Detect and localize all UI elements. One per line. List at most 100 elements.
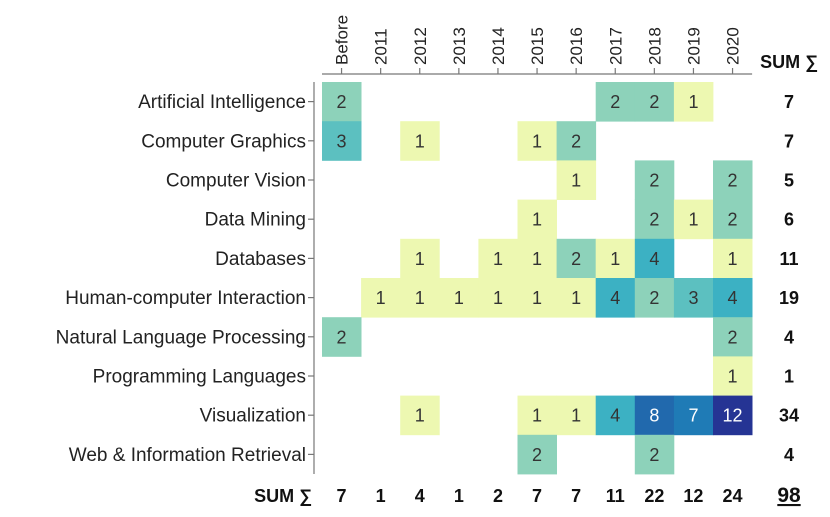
col-sum-value: 24 [723,486,743,506]
heatmap-cell [713,395,753,436]
row-sum-value: 6 [784,210,794,230]
heatmap-cell [673,395,714,436]
heatmap-cell [517,278,557,318]
y-tick-label: Human-computer Interaction [65,288,306,309]
heatmap-cell [478,278,518,318]
cell-value-label: 3 [688,288,698,308]
cell-value-label: 2 [649,171,659,191]
y-tick-label: Natural Language Processing [56,327,306,348]
cell-value-label: 2 [649,210,659,230]
heatmap-cell [634,82,675,122]
row-sum-value: 4 [784,445,794,465]
cell-value-label: 4 [649,249,659,269]
cell-value-label: 1 [415,131,425,151]
cell-value-label: 1 [493,288,503,308]
y-tick-label: Databases [215,249,306,270]
heatmap-cell [517,434,557,475]
cell-value-label: 7 [688,406,698,426]
cell-value-label: 1 [688,92,698,112]
col-sum-value: 11 [606,486,625,506]
heatmap-cell [634,395,675,436]
row-sum-value: 19 [779,288,799,308]
row-sum-header: SUM ∑ [760,52,818,72]
heatmap-cell [439,278,479,318]
row-sum-value: 7 [784,92,794,112]
heatmap-cell [556,160,597,200]
x-tick-label: 2015 [528,27,547,65]
col-sum-value: 7 [337,486,347,506]
heatmap-cell [634,160,675,200]
x-tick-label: 2012 [411,27,430,65]
heatmap-cell [556,278,597,318]
cell-value-label: 2 [728,327,738,347]
x-tick-label: 2013 [450,27,469,65]
col-sum-value: 4 [415,486,425,506]
heatmap-cell [556,395,597,436]
cell-value-label: 2 [532,445,542,465]
cell-value-label: 1 [532,249,542,269]
x-tick-label: 2014 [489,27,508,65]
cell-value-label: 1 [571,288,581,308]
heatmap-cell [673,199,714,240]
cell-value-label: 1 [493,249,503,269]
row-sum-value: 1 [784,367,794,387]
x-tick-label: Before [333,15,352,65]
heatmap-cell [673,278,714,318]
heatmap-cell [517,395,557,436]
cell-value-label: 4 [610,288,620,308]
y-tick-label: Computer Vision [166,171,306,192]
heatmap-cell [673,82,714,122]
heatmap-cell [322,317,362,357]
row-sum-value: 4 [784,327,794,347]
cell-value-label: 1 [532,210,542,230]
cell-value-label: 2 [728,171,738,191]
heatmap-cell [713,238,753,279]
cell-value-label: 8 [649,406,659,426]
cell-value-label: 3 [337,131,347,151]
heatmap-cell [595,278,636,318]
heatmap-cell [713,317,753,357]
heatmap-cell [322,82,362,122]
heatmap-cell [556,238,597,279]
cell-value-label: 2 [571,131,581,151]
cell-value-label: 1 [610,249,620,269]
y-tick-label: Programming Languages [93,367,306,388]
cell-value-label: 1 [728,249,738,269]
heatmap-cell [322,121,362,161]
cell-value-label: 1 [532,288,542,308]
y-tick-label: Computer Graphics [141,131,306,152]
col-sum-value: 7 [532,486,542,506]
heatmap-cell [400,395,440,436]
row-sum-value: 5 [784,171,794,191]
heatmap-cell [713,199,753,240]
heatmap-cell [595,82,636,122]
row-sum-value: 7 [784,131,794,151]
col-sum-value: 22 [644,486,664,506]
cell-value-label: 2 [728,210,738,230]
heatmap-cell [556,121,597,161]
heatmap-cell [634,278,675,318]
heatmap-cell [634,238,675,279]
y-tick-label: Visualization [200,406,306,427]
cell-value-label: 1 [376,288,386,308]
cell-value-label: 1 [415,249,425,269]
x-tick-label: 2017 [606,27,625,65]
cell-value-label: 1 [532,131,542,151]
heatmap-cell [595,238,636,279]
cell-value-label: 2 [571,249,581,269]
cell-value-label: 4 [610,406,620,426]
cell-value-label: 2 [649,92,659,112]
col-sum-header: SUM ∑ [254,486,312,506]
cell-value-label: 2 [610,92,620,112]
col-sum-value: 2 [493,486,503,506]
col-sum-value: 1 [376,486,386,506]
cell-value-label: 1 [571,171,581,191]
heatmap-cell [400,238,440,279]
col-sum-value: 12 [683,486,703,506]
cell-value-label: 2 [337,327,347,347]
heatmap-cell [517,238,557,279]
cell-value-label: 2 [649,288,659,308]
heatmap-cell [713,356,753,396]
heatmap-cell [713,278,753,318]
y-tick-label: Artificial Intelligence [138,92,306,113]
